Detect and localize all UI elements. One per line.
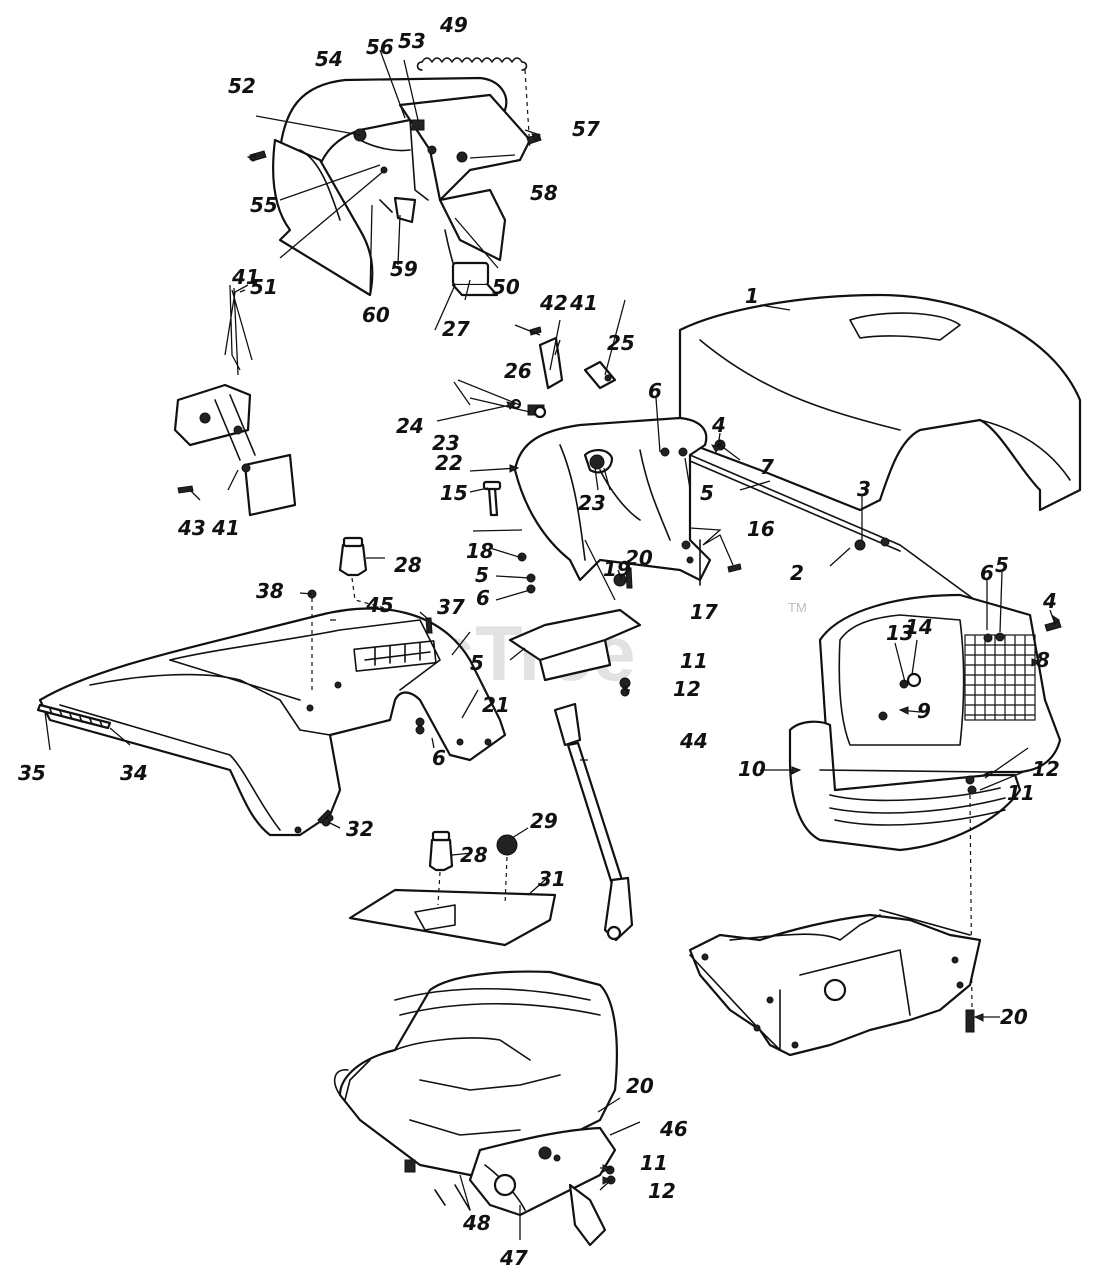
label-56: 56 xyxy=(366,35,394,59)
label-26: 26 xyxy=(504,359,532,383)
bracket-41-assembly xyxy=(173,383,297,517)
dash-tower xyxy=(513,416,742,586)
label-57: 57 xyxy=(572,117,600,141)
label-17: 17 xyxy=(690,600,718,624)
label-54: 54 xyxy=(315,47,343,71)
label-29: 29 xyxy=(530,809,558,833)
part-labels: 1 2 3 4 4 5 5 5 5 6 6 6 6 7 8 9 10 11 11… xyxy=(18,13,1060,1270)
label-21: 21 xyxy=(482,693,510,717)
label-58: 58 xyxy=(530,181,558,205)
label-5: 5 xyxy=(475,563,489,587)
label-47: 47 xyxy=(499,1246,528,1270)
label-11: 11 xyxy=(1007,781,1035,805)
label-18: 18 xyxy=(466,539,494,563)
label-28: 28 xyxy=(394,553,422,577)
label-32: 32 xyxy=(346,817,374,841)
label-28: 28 xyxy=(460,843,488,867)
label-6: 6 xyxy=(648,379,662,403)
label-23: 23 xyxy=(578,491,606,515)
label-4: 4 xyxy=(1042,589,1057,613)
label-24: 24 xyxy=(396,414,424,438)
label-45: 45 xyxy=(365,593,394,617)
label-25: 25 xyxy=(607,331,635,355)
label-5: 5 xyxy=(700,481,714,505)
label-43: 43 xyxy=(177,516,206,540)
label-7: 7 xyxy=(760,455,774,479)
label-52: 52 xyxy=(228,74,256,98)
watermark-tm: TM xyxy=(788,600,807,615)
label-5: 5 xyxy=(995,553,1009,577)
label-8: 8 xyxy=(1036,648,1050,672)
label-4: 4 xyxy=(711,413,726,437)
leader-lines xyxy=(44,49,1056,1240)
label-37: 37 xyxy=(437,595,465,619)
engine xyxy=(333,970,618,1247)
label-12: 12 xyxy=(1032,757,1060,781)
label-41: 41 xyxy=(569,291,598,315)
label-9: 9 xyxy=(917,699,931,723)
label-51: 51 xyxy=(250,275,278,299)
label-41: 41 xyxy=(211,516,240,540)
label-22: 22 xyxy=(435,451,463,475)
label-38: 38 xyxy=(256,579,284,603)
plate-31 xyxy=(348,888,557,947)
label-16: 16 xyxy=(747,517,775,541)
cable-bracket-25 xyxy=(583,360,617,390)
label-23: 23 xyxy=(432,431,460,455)
label-34: 34 xyxy=(120,761,148,785)
label-46: 46 xyxy=(659,1117,688,1141)
label-20: 20 xyxy=(626,1074,654,1098)
label-50: 50 xyxy=(492,275,520,299)
hood-rod xyxy=(689,454,976,601)
label-6: 6 xyxy=(432,746,446,770)
lever-44 xyxy=(553,702,634,942)
bracket-21 xyxy=(508,608,642,682)
label-10: 10 xyxy=(738,757,766,781)
label-48: 48 xyxy=(462,1211,491,1235)
switch-27 xyxy=(451,261,490,287)
label-55: 55 xyxy=(250,193,278,217)
label-11: 11 xyxy=(680,649,708,673)
label-15: 15 xyxy=(440,481,468,505)
knob-28-lower xyxy=(428,838,454,872)
label-2: 2 xyxy=(790,561,804,585)
frame xyxy=(688,909,982,1057)
label-60: 60 xyxy=(362,303,390,327)
callout-arrows xyxy=(246,133,1060,1185)
label-35: 35 xyxy=(18,761,46,785)
label-6: 6 xyxy=(980,561,994,585)
label-14: 14 xyxy=(905,615,933,639)
label-19: 19 xyxy=(603,557,631,581)
label-44: 44 xyxy=(679,729,708,753)
label-41: 41 xyxy=(231,265,260,289)
label-12: 12 xyxy=(648,1179,676,1203)
label-20: 20 xyxy=(1000,1005,1028,1029)
knob-29 xyxy=(496,834,518,856)
label-49: 49 xyxy=(439,13,468,37)
label-11: 11 xyxy=(640,1151,668,1175)
hood xyxy=(678,293,1082,512)
label-27: 27 xyxy=(442,317,470,341)
label-42: 42 xyxy=(539,291,568,315)
label-6: 6 xyxy=(476,586,490,610)
label-59: 59 xyxy=(390,257,418,281)
fender xyxy=(38,607,507,837)
label-12: 12 xyxy=(673,677,701,701)
label-53: 53 xyxy=(398,29,426,53)
label-1: 1 xyxy=(745,284,759,308)
label-5: 5 xyxy=(470,651,484,675)
bolt-15 xyxy=(487,486,499,517)
label-20: 20 xyxy=(625,546,653,570)
label-3: 3 xyxy=(857,477,871,501)
label-31: 31 xyxy=(538,867,566,891)
label-13: 13 xyxy=(886,621,914,645)
knob-28 xyxy=(338,543,368,577)
